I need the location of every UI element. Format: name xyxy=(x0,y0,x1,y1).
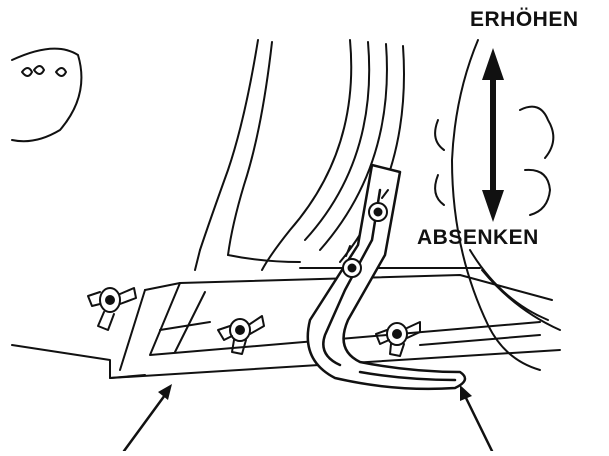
depth-bar-bolts xyxy=(342,189,389,278)
pointer-arrow-right xyxy=(460,385,494,453)
lower-label: ABSENKEN xyxy=(417,226,539,249)
wing-nut-center xyxy=(217,315,265,355)
pointer-arrow-left xyxy=(122,384,172,453)
frame-plate xyxy=(11,267,561,379)
engine-housing xyxy=(194,39,405,271)
wing-nut-left xyxy=(87,287,137,331)
tine-assembly xyxy=(434,39,561,371)
wheel-fragment xyxy=(11,47,83,143)
raise-lower-arrow xyxy=(482,48,504,222)
wing-nut-right xyxy=(375,321,421,357)
raise-label: ERHÖHEN xyxy=(470,8,579,31)
